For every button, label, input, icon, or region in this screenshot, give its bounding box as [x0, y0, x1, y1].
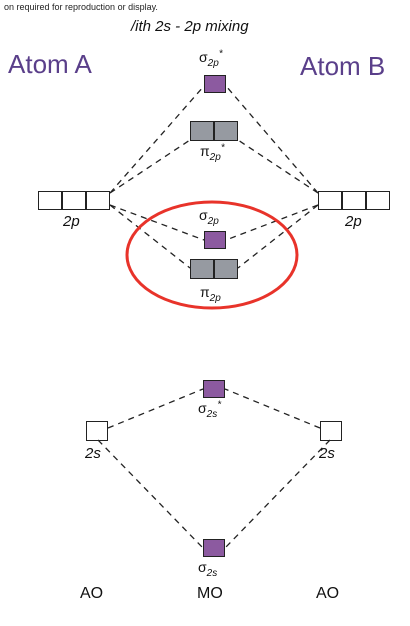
atom-b-label: Atom B: [300, 51, 386, 81]
atom-b-2p-orbital-1: [318, 191, 342, 210]
line-2sA-sigma2s: [97, 439, 204, 549]
atom-b-2p-orbital-2: [342, 191, 366, 210]
mo-label: MO: [197, 585, 223, 602]
pi2p-star-orbital-2: [214, 121, 238, 141]
sigma2p-star-label: σ2p*: [199, 48, 223, 69]
line-2pB-pi2pstar: [237, 139, 319, 194]
pi2p-orbital-2: [214, 259, 238, 279]
atom-b-2p-orbital-3: [366, 191, 390, 210]
pi2p-orbital-1: [190, 259, 214, 279]
ao-right-label: AO: [316, 585, 340, 602]
atom-a-2s-label: 2s: [85, 445, 101, 462]
atom-a-2s-orbital: [86, 421, 108, 441]
pi2p-star-label: π2p*: [200, 142, 225, 163]
sigma2p-star-orbital: [204, 75, 226, 93]
line-2pB-pi2p: [237, 204, 319, 269]
atom-b-2p-label: 2p: [345, 213, 362, 230]
atom-a-2p-label: 2p: [63, 213, 80, 230]
ao-left-label: AO: [80, 585, 104, 602]
sigma2s-orbital: [203, 539, 225, 557]
highlight-ellipse: [125, 200, 299, 310]
pi2p-star-orbital-1: [190, 121, 214, 141]
line-2pA-pi2p: [109, 204, 191, 269]
atom-a-2p-orbital-3: [86, 191, 110, 210]
line-2sB-sigma2sstar: [224, 388, 321, 429]
atom-b-2s-label: 2s: [319, 445, 335, 462]
line-2pB-sigma2p: [225, 204, 319, 241]
header-note: on required for reproduction or display.: [4, 2, 158, 12]
atom-b-2s-orbital: [320, 421, 342, 441]
line-2pA-pi2pstar: [109, 139, 191, 194]
line-2sA-sigma2sstar: [107, 388, 204, 429]
sigma2p-label: σ2p: [199, 207, 219, 227]
pi2p-label: π2p: [200, 284, 221, 304]
atom-a-label: Atom A: [8, 49, 92, 79]
line-2pB-sigma2pstar: [225, 85, 319, 194]
line-2pA-sigma2p: [109, 204, 205, 241]
line-2pA-sigma2pstar: [109, 85, 205, 194]
line-2sB-sigma2s: [224, 439, 331, 549]
sigma2p-orbital: [204, 231, 226, 249]
sigma2s-label: σ2s: [198, 559, 218, 579]
atom-a-2p-orbital-1: [38, 191, 62, 210]
sigma2s-star-label: σ2s*: [198, 399, 222, 420]
atom-a-2p-orbital-2: [62, 191, 86, 210]
sigma2s-star-orbital: [203, 380, 225, 398]
diagram-subtitle: /ith 2s - 2p mixing: [131, 18, 249, 35]
